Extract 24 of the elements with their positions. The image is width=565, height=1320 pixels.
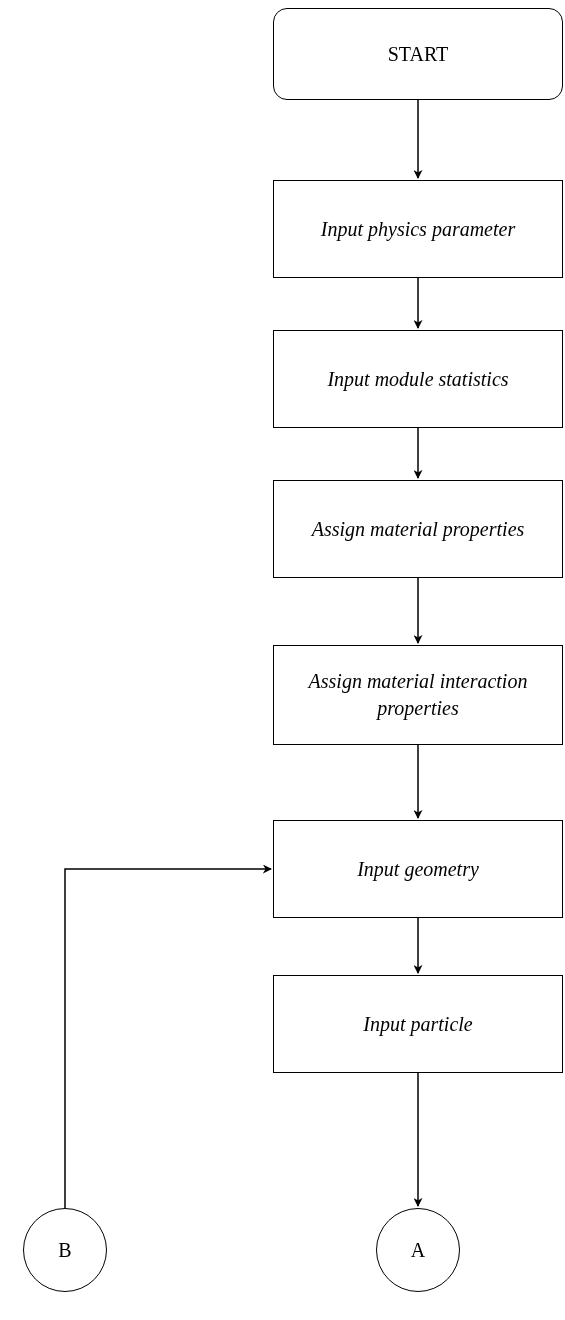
node-text: Input geometry (356, 856, 480, 883)
arrow (413, 577, 423, 644)
process-box (273, 975, 563, 1073)
arrow (413, 99, 423, 179)
arrow (413, 277, 423, 329)
node-text: Assign material interaction properties (306, 669, 529, 722)
node-text: START (386, 41, 450, 67)
arrow (64, 864, 272, 1209)
terminal-box (273, 8, 563, 100)
arrow (413, 917, 423, 974)
node-text: Input particle (362, 1011, 474, 1038)
process-box (273, 480, 563, 578)
process-box (273, 180, 563, 278)
node-text: B (57, 1237, 73, 1263)
process-box (273, 330, 563, 428)
node-text: Input physics parameter (319, 216, 517, 243)
node-text: Input module statistics (326, 366, 510, 393)
arrow (413, 1072, 423, 1207)
process-box (273, 645, 563, 745)
arrow (413, 427, 423, 479)
arrow (413, 744, 423, 819)
node-text: A (409, 1237, 427, 1263)
node-text: Assign material properties (310, 516, 526, 543)
process-box (273, 820, 563, 918)
